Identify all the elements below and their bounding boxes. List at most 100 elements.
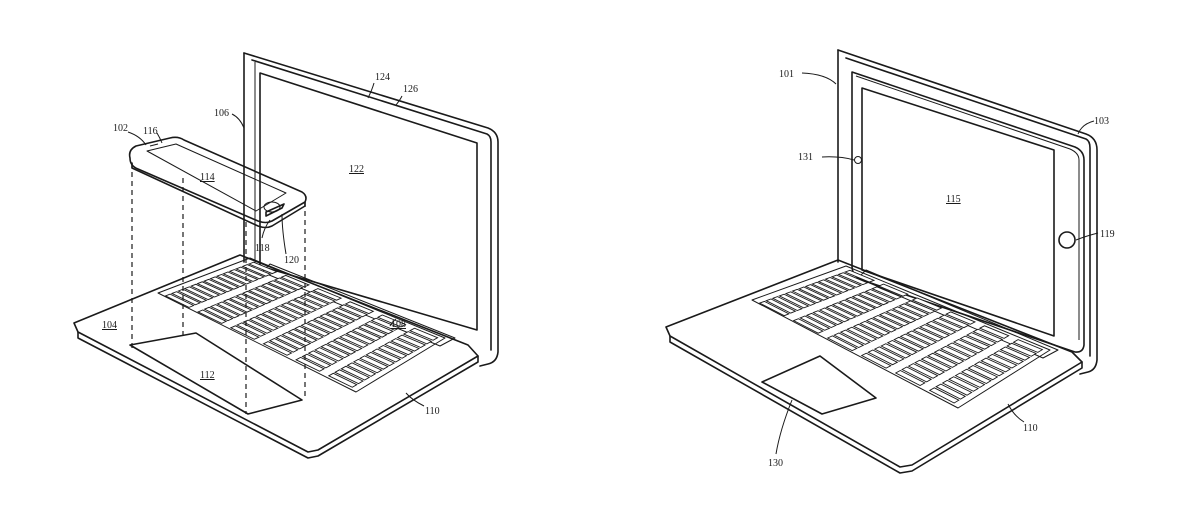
display-screen-left <box>259 72 478 331</box>
keyboard-key <box>886 339 918 356</box>
keyboard-key <box>241 290 272 305</box>
keyboard-key <box>346 362 377 377</box>
keyboard-keys-right <box>758 269 1044 404</box>
keyboard-key <box>268 337 299 353</box>
keyboard-well-right <box>751 265 1051 409</box>
keyboard-keys-left <box>164 261 439 388</box>
keyboard-key <box>229 325 260 340</box>
keyboard-key <box>860 352 892 369</box>
keyboard-key <box>183 286 214 301</box>
keyboard-key <box>912 327 944 342</box>
leader-lines-left <box>127 82 425 407</box>
keyboard-key <box>851 294 883 309</box>
right-figure: 101 103 131 115 119 110 130 <box>665 49 1115 474</box>
keyboard-key <box>351 327 382 342</box>
keyboard-key <box>837 272 869 286</box>
keyboard-key <box>260 282 292 296</box>
keyboard-key <box>941 379 973 396</box>
laptop-base-right <box>665 259 1083 474</box>
keyboard-key <box>267 280 298 293</box>
keyboard-key <box>935 383 967 400</box>
ref-110-right: 110 <box>1023 423 1038 434</box>
keyboard-key <box>396 334 427 349</box>
keyboard-key <box>408 327 439 341</box>
ref-118: 118 <box>255 243 270 254</box>
left-figure: 102 116 106 124 126 114 122 118 120 104 … <box>73 52 499 459</box>
keyboard-key <box>843 269 876 283</box>
keyboard-key <box>771 296 804 311</box>
keyboard-key <box>946 342 978 358</box>
keyboard-key <box>817 279 849 293</box>
keyboard-key <box>891 306 923 321</box>
keyboard-key <box>865 317 897 333</box>
tablet-screen <box>861 87 1055 337</box>
keyboard-key <box>280 302 311 316</box>
keyboard-key <box>932 317 964 332</box>
keyboard-key <box>345 330 376 345</box>
keyboard-key <box>364 321 394 335</box>
keyboard-key <box>352 358 383 374</box>
reference-numerals-left: 102 116 106 124 126 114 122 118 120 104 … <box>102 72 440 417</box>
ref-120: 120 <box>284 255 299 266</box>
trackpad-right <box>761 355 877 415</box>
ref-103: 103 <box>1094 116 1109 127</box>
keyboard-key <box>254 285 285 299</box>
keyboard-key <box>287 328 318 343</box>
keyboard-key <box>248 288 279 302</box>
keyboard-key <box>331 307 362 321</box>
keyboard-key <box>307 350 338 366</box>
keyboard-key <box>920 356 952 372</box>
keyboard-key <box>939 345 972 361</box>
ref-102: 102 <box>113 123 128 134</box>
keyboard-key <box>799 315 831 331</box>
keyboard-key <box>857 291 890 306</box>
reference-numerals-right: 101 103 131 115 119 110 130 <box>768 69 1115 469</box>
keyboard-key <box>383 341 414 356</box>
keyboard-key <box>327 372 358 388</box>
keyboard-key <box>765 298 797 314</box>
ref-126: 126 <box>403 84 418 95</box>
keyboard-key <box>878 312 910 327</box>
keyboard-key <box>938 314 970 329</box>
keyboard-key <box>197 309 228 324</box>
keyboard-key <box>852 323 884 339</box>
keyboard-key <box>228 269 259 282</box>
keyboard-key <box>972 328 1004 343</box>
keyboard-key <box>377 344 408 359</box>
keyboard-key <box>365 351 396 367</box>
keyboard-key <box>196 281 227 295</box>
keyboard-key <box>286 299 317 313</box>
keyboard-key <box>864 289 896 303</box>
keyboard-key <box>340 365 371 381</box>
keyboard-key <box>164 293 195 308</box>
keyboard-key <box>948 376 980 392</box>
keyboard-key <box>933 349 965 365</box>
keyboard-key <box>831 302 864 317</box>
leader-lines-right <box>775 72 1099 455</box>
keyboard-key <box>216 301 247 316</box>
keyboard-key <box>402 331 433 345</box>
keyboard-key <box>202 278 234 293</box>
phone-device <box>128 136 307 229</box>
keyboard-key <box>376 314 407 328</box>
keyboard-key <box>170 291 202 306</box>
keyboard-key <box>973 361 1005 377</box>
keyboard-key <box>967 364 999 381</box>
keyboard-key <box>877 283 909 297</box>
keyboard-key <box>945 311 977 325</box>
keyboard-key <box>911 297 943 311</box>
ref-104: 104 <box>102 320 117 331</box>
keyboard-key <box>906 330 938 346</box>
keyboard-key <box>778 293 810 309</box>
keyboard-key <box>871 286 903 300</box>
keyboard-key <box>898 303 930 317</box>
keyboard-key <box>873 346 905 362</box>
keyboard-key <box>830 274 863 288</box>
keyboard-key <box>859 320 891 336</box>
keyboard-key <box>293 296 324 310</box>
keyboard-key <box>818 307 851 323</box>
keyboard-key <box>312 316 343 331</box>
projection-lines <box>131 163 306 414</box>
keyboard-key <box>811 281 843 296</box>
